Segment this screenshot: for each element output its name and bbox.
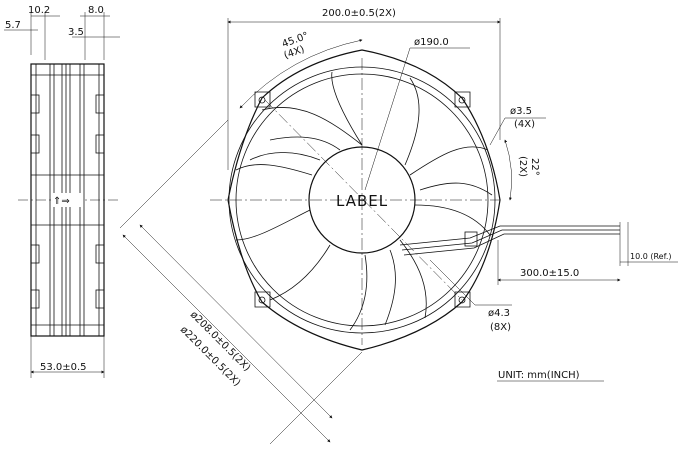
airflow-arrow-icon: ⇑⇒ (53, 196, 70, 207)
angle-22: 22° (529, 158, 540, 176)
cable-ref: 10.0 (Ref.) (630, 252, 672, 261)
dim-5-7: 5.7 (5, 20, 21, 31)
dim-200: 200.0±0.5(2X) (322, 8, 396, 19)
hub-label: LABEL (336, 192, 388, 210)
hole-4-3-count: (8X) (490, 322, 511, 333)
dim-10-2: 10.2 (28, 5, 50, 16)
dim-53: 53.0±0.5 (40, 362, 87, 373)
dim-8-0: 8.0 (88, 5, 104, 16)
unit-note: UNIT: mm(INCH) (498, 370, 580, 381)
front-view: 200.0±0.5(2X) (119, 8, 678, 445)
cable-length: 300.0±15.0 (520, 268, 579, 279)
hole-3-5: ø3.5 (510, 106, 532, 117)
angle-22-count: (2X) (517, 156, 528, 177)
cable (399, 222, 629, 266)
hole-4-3: ø4.3 (488, 308, 510, 319)
hole-3-5-count: (4X) (514, 119, 535, 130)
dia-190: ø190.0 (414, 37, 449, 48)
side-view: 10.2 8.0 5.7 3.5 ⇑⇒ (4, 5, 120, 378)
dim-3-5: 3.5 (68, 27, 84, 38)
